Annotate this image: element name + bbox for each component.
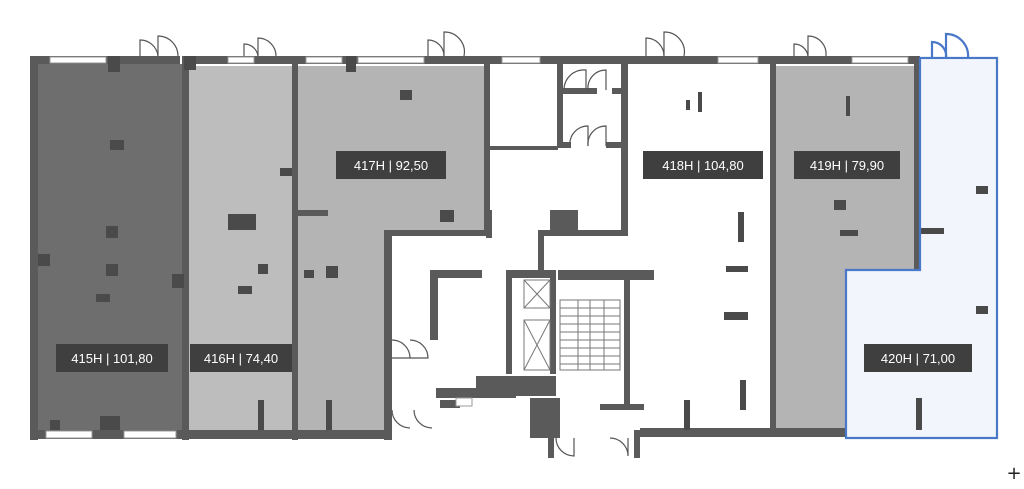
unit-415[interactable] [38, 64, 184, 434]
unit-419-label-bg [794, 151, 900, 179]
unit-417-label-text: 417H | 92,50 [354, 158, 428, 173]
unit-416[interactable] [189, 66, 293, 434]
unit-420-label[interactable]: 420H | 71,00 [864, 344, 972, 372]
unit-420-area[interactable] [846, 60, 997, 438]
unit-418-label-bg [643, 151, 763, 179]
unit-415-label-text: 415H | 101,80 [71, 351, 152, 366]
unit-418-label-text: 418H | 104,80 [662, 158, 743, 173]
windows [45, 56, 909, 439]
columns [38, 56, 988, 430]
unit-420-label-bg [864, 344, 972, 372]
unit-416-label-bg [190, 344, 292, 372]
unit-415-label[interactable]: 415H | 101,80 [56, 344, 168, 372]
stair-lift-core [523, 279, 621, 371]
unit-417-label[interactable]: 417H | 92,50 [336, 151, 446, 179]
unit-418[interactable] [626, 66, 772, 430]
unit-419-label-text: 419H | 79,90 [810, 158, 884, 173]
zoom-in-button[interactable]: + [1004, 464, 1024, 484]
unit-418-label[interactable]: 418H | 104,80 [643, 151, 763, 179]
unit-415-area[interactable] [38, 64, 184, 434]
unit-418-area[interactable] [626, 66, 772, 430]
doors [139, 31, 827, 457]
unit-416-area[interactable] [189, 66, 293, 434]
unit-420-label-text: 420H | 71,00 [881, 351, 955, 366]
unit-417-label-bg [336, 151, 446, 179]
walls [30, 56, 920, 458]
unit-415-label-bg [56, 344, 168, 372]
unit-416-label[interactable]: 416H | 74,40 [190, 344, 292, 372]
corridor [489, 66, 621, 238]
unit-419-label[interactable]: 419H | 79,90 [794, 151, 900, 179]
unit-420-selection [844, 32, 999, 440]
unit-420[interactable] [846, 60, 997, 438]
unit-416-label-text: 416H | 74,40 [204, 351, 278, 366]
